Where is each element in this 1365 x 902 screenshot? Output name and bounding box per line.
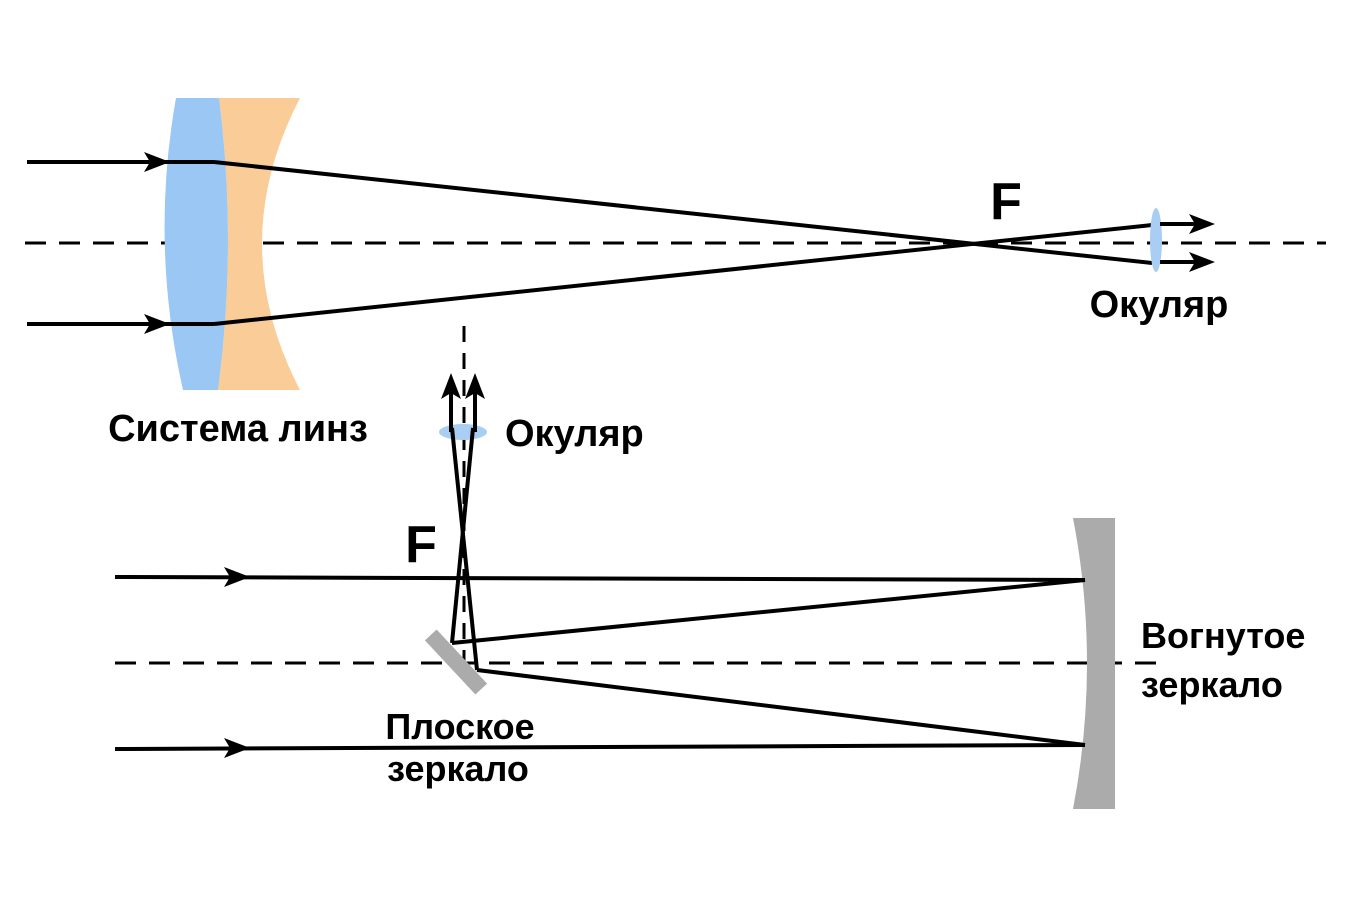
concave-mirror <box>1073 518 1115 809</box>
reflector-focus-label: F <box>405 516 437 574</box>
refractor-diagram: Система линз F Окуляр <box>25 98 1326 450</box>
flat-mirror-label-line1: Плоское <box>385 706 534 747</box>
refractor-eyepiece-label: Окуляр <box>1090 284 1229 326</box>
reflected-ray-bottom <box>476 668 1086 747</box>
arrowhead-icon <box>441 373 461 399</box>
incoming-ray-top <box>114 575 1086 582</box>
refractor-eyepiece-lens <box>1150 208 1162 272</box>
refractor-focus-label: F <box>990 173 1022 231</box>
flat-mirror <box>424 629 488 695</box>
arrowhead-icon <box>465 373 485 399</box>
converging-ray-top <box>213 160 1153 265</box>
reflector-diagram: F Окуляр Плоское зеркало Вогнутое зеркал… <box>114 326 1305 809</box>
arrowhead-icon <box>224 738 250 758</box>
incoming-ray-bottom <box>114 743 1086 751</box>
arrowhead-icon <box>224 567 250 587</box>
arrowhead-icon <box>144 152 170 172</box>
objective-convex-lens <box>164 98 229 390</box>
reflector-eyepiece-label: Окуляр <box>505 413 644 455</box>
converging-ray-bottom <box>213 223 1153 326</box>
upward-ray-left <box>450 427 479 671</box>
arrowhead-icon <box>1189 252 1215 272</box>
arrowhead-icon <box>144 314 170 334</box>
flat-mirror-label-line2: зеркало <box>387 748 529 789</box>
reflected-ray-top <box>451 578 1086 645</box>
concave-mirror-label-line2: зеркало <box>1141 664 1283 705</box>
lens-system-label: Система линз <box>108 408 368 450</box>
concave-mirror-label-line1: Вогнутое <box>1141 615 1305 656</box>
arrowhead-icon <box>1189 214 1215 234</box>
reflector-eyepiece-lens <box>439 424 487 440</box>
objective-concave-lens <box>218 98 300 390</box>
